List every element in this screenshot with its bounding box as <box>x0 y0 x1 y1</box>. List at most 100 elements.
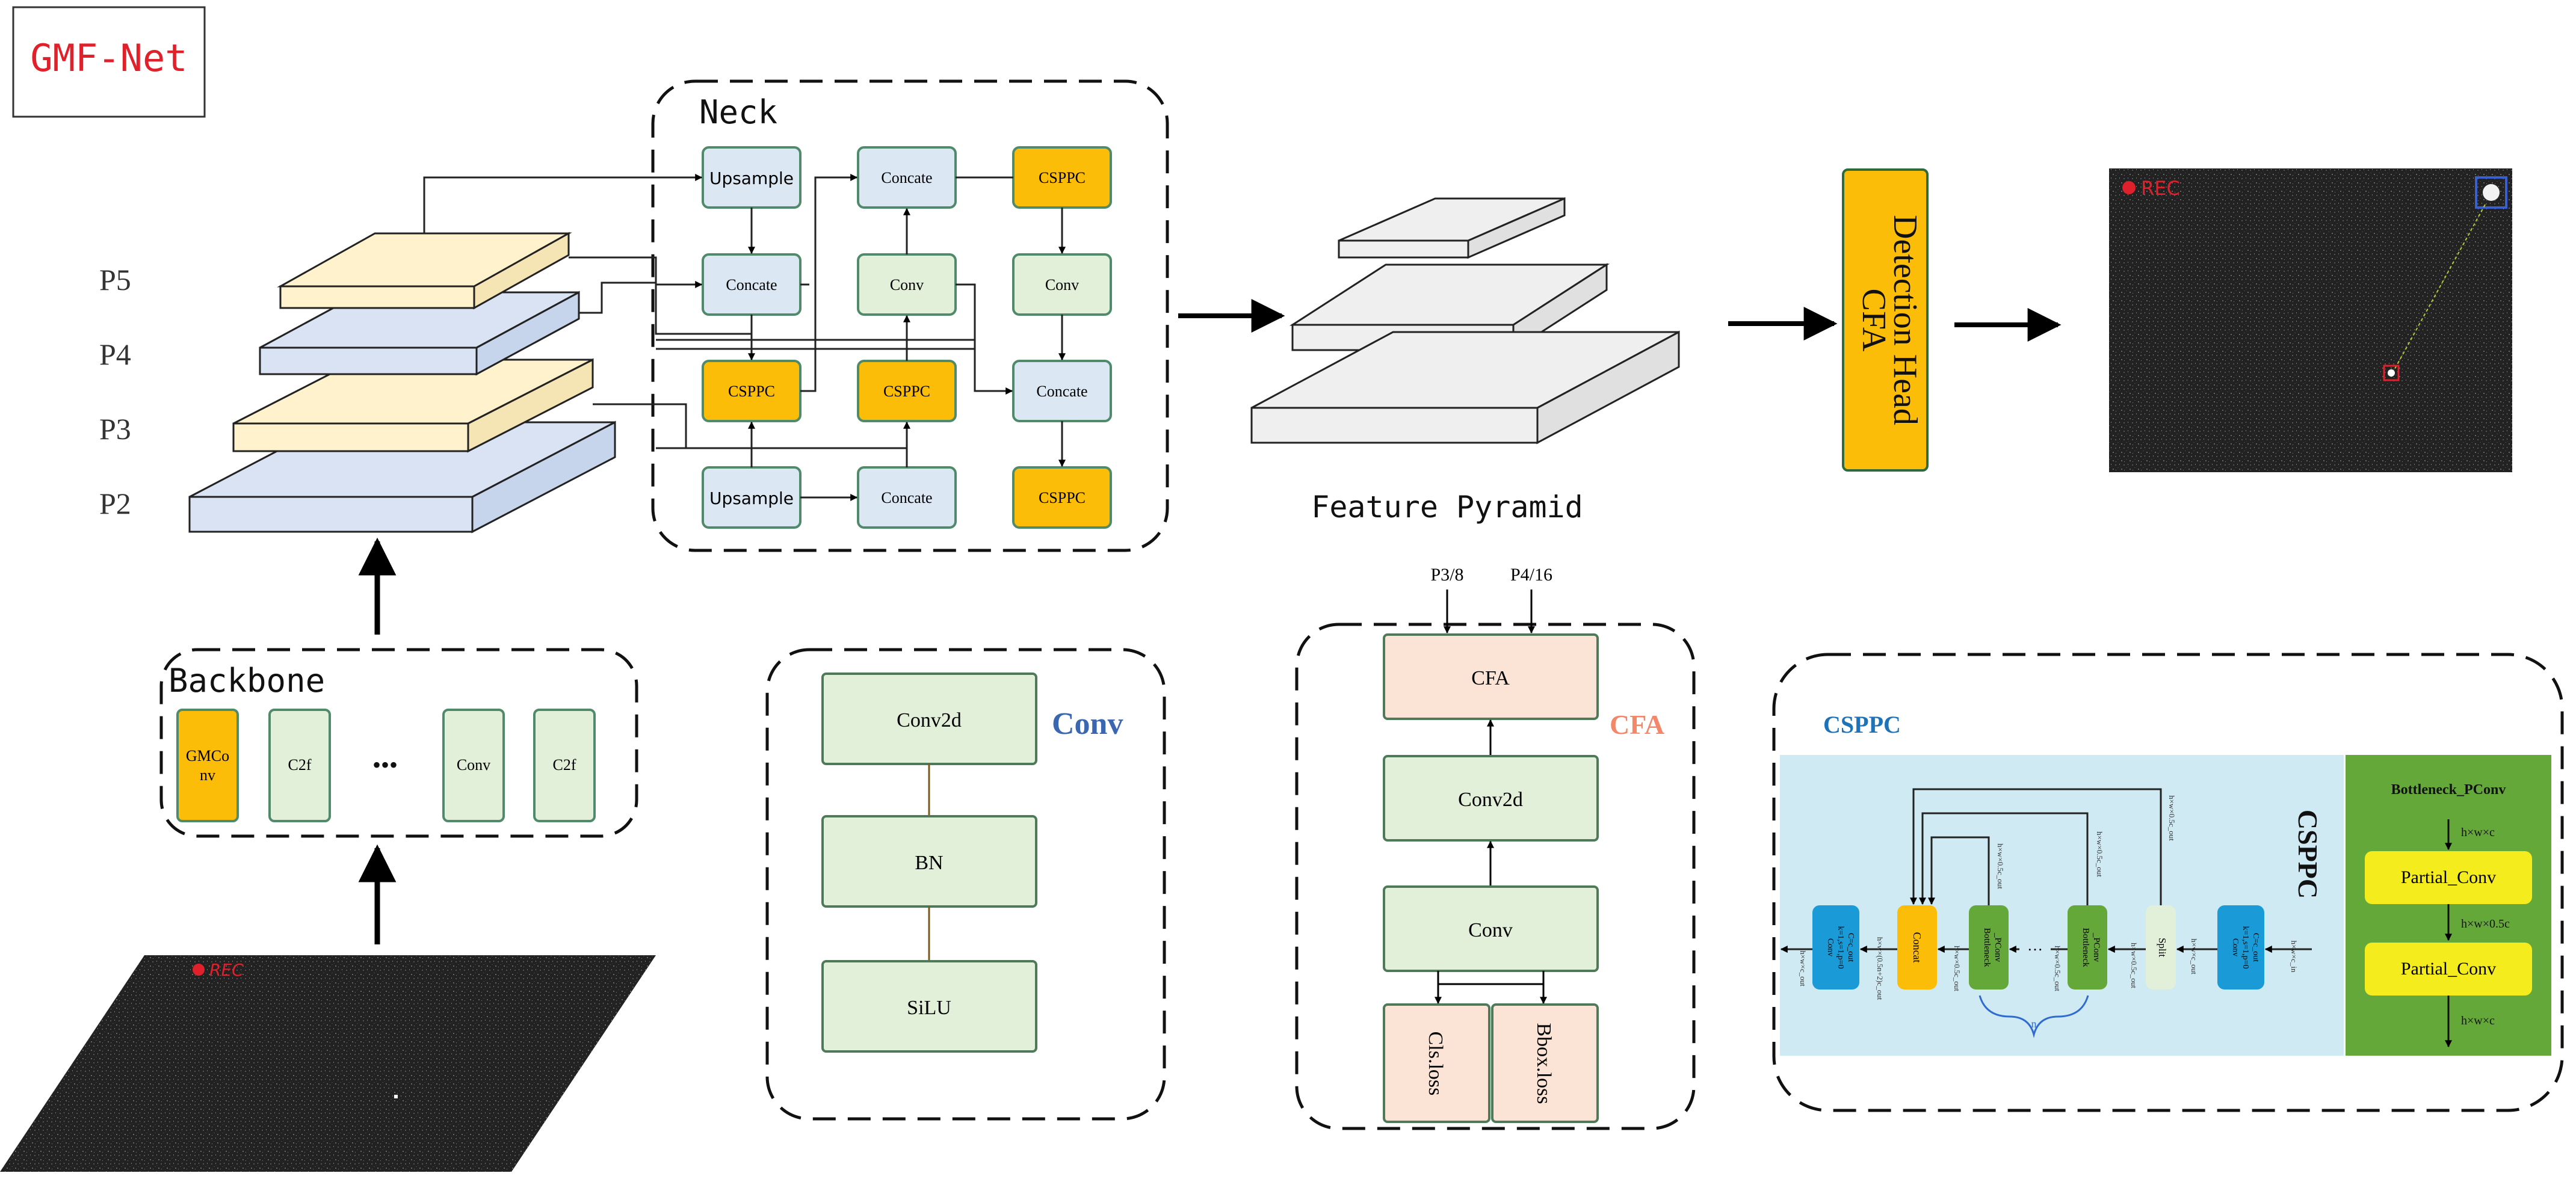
slab-p5 <box>277 232 572 310</box>
neck-module: Neck Upsample Concate CSPPC Concate Conv… <box>423 79 1169 552</box>
level-label-p5: P5 <box>99 263 131 297</box>
dim-half-top-3: h×w×0.5c_out <box>1996 843 2005 889</box>
detection-head-line2: CFA <box>1855 289 1892 352</box>
csppc-bottleneck-b: Bottleneck _PConv <box>2068 905 2107 990</box>
svg-text:C=c_out: C=c_out <box>1846 933 1855 962</box>
csppc-ellipsis: … <box>2027 937 2043 954</box>
svg-text:Conv2d: Conv2d <box>897 709 962 731</box>
backbone-block-gmconv: GMCo nv <box>176 709 239 822</box>
dim-half-bottom: h×w×0.5c_out <box>2130 943 2139 988</box>
slab-p2 <box>188 420 616 534</box>
csppc-panel <box>1780 755 2344 1056</box>
svg-text:_PConv: _PConv <box>1993 932 2003 962</box>
neck-node-concate-r3: Concate <box>1012 360 1112 422</box>
svg-text:Bottleneck: Bottleneck <box>2081 928 2090 967</box>
svg-text:C2f: C2f <box>553 756 576 774</box>
csppc-concat: Concat <box>1897 905 1937 990</box>
conv-block-bn: BN <box>821 815 1037 908</box>
backbone-block-conv: Conv <box>442 709 505 822</box>
svg-text:k=1,s=1,p=0: k=1,s=1,p=0 <box>2241 926 2250 968</box>
svg-text:Concate: Concate <box>726 276 777 294</box>
svg-text:_PConv: _PConv <box>2092 932 2101 962</box>
csppc-module-label: CSPPC <box>1823 711 1901 738</box>
csppc-brace-label: n <box>2031 1018 2037 1030</box>
output-detection-image: REC <box>2109 168 2512 472</box>
neck-node-upsample-bottom: Upsample <box>702 466 802 529</box>
svg-text:k=1,s=1,p=0: k=1,s=1,p=0 <box>1836 926 1845 968</box>
svg-text:Conv: Conv <box>1468 919 1513 941</box>
bottleneck-dim-3: h×w×c <box>2461 1014 2495 1027</box>
svg-text:SiLU: SiLU <box>907 997 951 1019</box>
output-rec-label: REC <box>2141 177 2180 200</box>
neck-node-conv-r2a: Conv <box>857 253 957 316</box>
svg-text:Partial_Conv: Partial_Conv <box>2401 867 2496 887</box>
neck-label: Neck <box>699 93 777 131</box>
dim-half-top: h×w×0.5c_out <box>2167 795 2176 841</box>
svg-text:Conv: Conv <box>2231 938 2240 956</box>
neck-node-csppc-r4: CSPPC <box>1012 466 1112 529</box>
backbone-label: Backbone <box>168 662 325 700</box>
svg-text:Concate: Concate <box>881 489 932 506</box>
input-record-dot-icon <box>193 964 205 976</box>
pyramid-slab-bottom <box>1250 330 1680 445</box>
bottleneck-panel-title: Bottleneck_PConv <box>2391 782 2506 798</box>
csppc-conv-left: Conv k=1,s=1,p=0 C=c_out <box>1812 905 1859 990</box>
svg-text:Split: Split <box>2157 938 2168 957</box>
svg-text:Concat: Concat <box>1911 932 1923 963</box>
detection-head-line1: Detection Head <box>1886 215 1924 425</box>
csppc-conv-right: Conv k=1,s=1,p=0 C=c_out <box>2217 905 2264 990</box>
bottleneck-dim-2: h×w×0.5c <box>2461 917 2510 931</box>
svg-text:C2f: C2f <box>288 756 312 774</box>
neck-node-concate-r4: Concate <box>857 466 957 529</box>
title-box: GMF-Net <box>12 6 206 118</box>
conv-module-label: Conv <box>1052 707 1123 741</box>
cfa-module: P3/8 P4/16 CFA CFA Conv2d Conv Cls.loss … <box>1295 565 1696 1130</box>
cfa-block-conv: Conv <box>1383 885 1599 972</box>
level-label-p4: P4 <box>99 337 131 371</box>
cfa-block-cls-loss: Cls.loss <box>1383 1003 1490 1123</box>
partial-conv-block-1: Partial_Conv <box>2365 851 2532 904</box>
conv-block-conv2d: Conv2d <box>821 673 1037 765</box>
svg-text:Bottleneck: Bottleneck <box>1982 928 1992 967</box>
dim-half-bottom-2: h×w×0.5c_out <box>2053 946 2062 991</box>
backbone-block-c2f-2: C2f <box>533 709 596 822</box>
svg-text:Upsample: Upsample <box>709 488 794 508</box>
neck-connections <box>656 174 1066 501</box>
backbone-module: Backbone GMCo nv C2f ••• Conv C2f <box>159 648 638 838</box>
csppc-brace <box>1978 995 2089 1038</box>
svg-text:C=c_out: C=c_out <box>2251 933 2260 962</box>
svg-text:Concate: Concate <box>1036 383 1087 400</box>
neck-node-csppc-r1: CSPPC <box>1012 146 1112 209</box>
input-rec-label: REC <box>209 960 244 980</box>
dim-in: h×w×c_in <box>2290 941 2299 973</box>
detection-box-1 <box>2475 176 2507 209</box>
csppc-dim-labels: h×w×c_in h×w×c_out h×w×0.5c_out h×w×0.5c… <box>1799 795 2299 1000</box>
slab-p3 <box>232 358 594 453</box>
level-label-p2: P2 <box>99 487 131 520</box>
neck-node-concate-r1: Concate <box>857 146 957 209</box>
cfa-input-p3: P3/8 <box>1430 565 1463 585</box>
cfa-module-label: CFA <box>1610 709 1664 740</box>
neck-node-concate-r2: Concate <box>702 253 802 316</box>
neck-node-csppc-r3a: CSPPC <box>702 360 802 422</box>
cfa-block-bbox-loss: Bbox.loss <box>1491 1003 1599 1123</box>
title-text: GMF-Net <box>30 36 187 80</box>
svg-text:Conv: Conv <box>1045 276 1079 294</box>
svg-text:Conv: Conv <box>457 756 490 774</box>
svg-text:nv: nv <box>200 766 215 784</box>
csppc-module: CSPPC CSPPC Conv k=1,s=1,p=0 C=c_out Con… <box>1772 653 2564 1112</box>
record-dot-icon <box>2122 181 2136 194</box>
svg-text:CSPPC: CSPPC <box>1039 169 1086 186</box>
feature-pyramid: Feature Pyramid <box>1250 197 1680 525</box>
cfa-input-p4: P4/16 <box>1510 565 1552 585</box>
dim-half-top-2: h×w×0.5c_out <box>2095 831 2104 877</box>
slab-to-neck-connections <box>423 174 854 449</box>
backbone-ellipsis: ••• <box>372 751 398 778</box>
svg-text:CSPPC: CSPPC <box>883 383 930 400</box>
dim-full: h×w×c_out <box>2190 938 2199 974</box>
level-label-p3: P3 <box>99 412 131 446</box>
dim-mid-out: h×w×(0.5n+2)c_out <box>1876 937 1885 1000</box>
csppc-split: Split <box>2146 905 2176 990</box>
detection-box-2 <box>2383 365 2400 381</box>
conv-module: Conv Conv2d BN SiLU <box>765 648 1166 1121</box>
